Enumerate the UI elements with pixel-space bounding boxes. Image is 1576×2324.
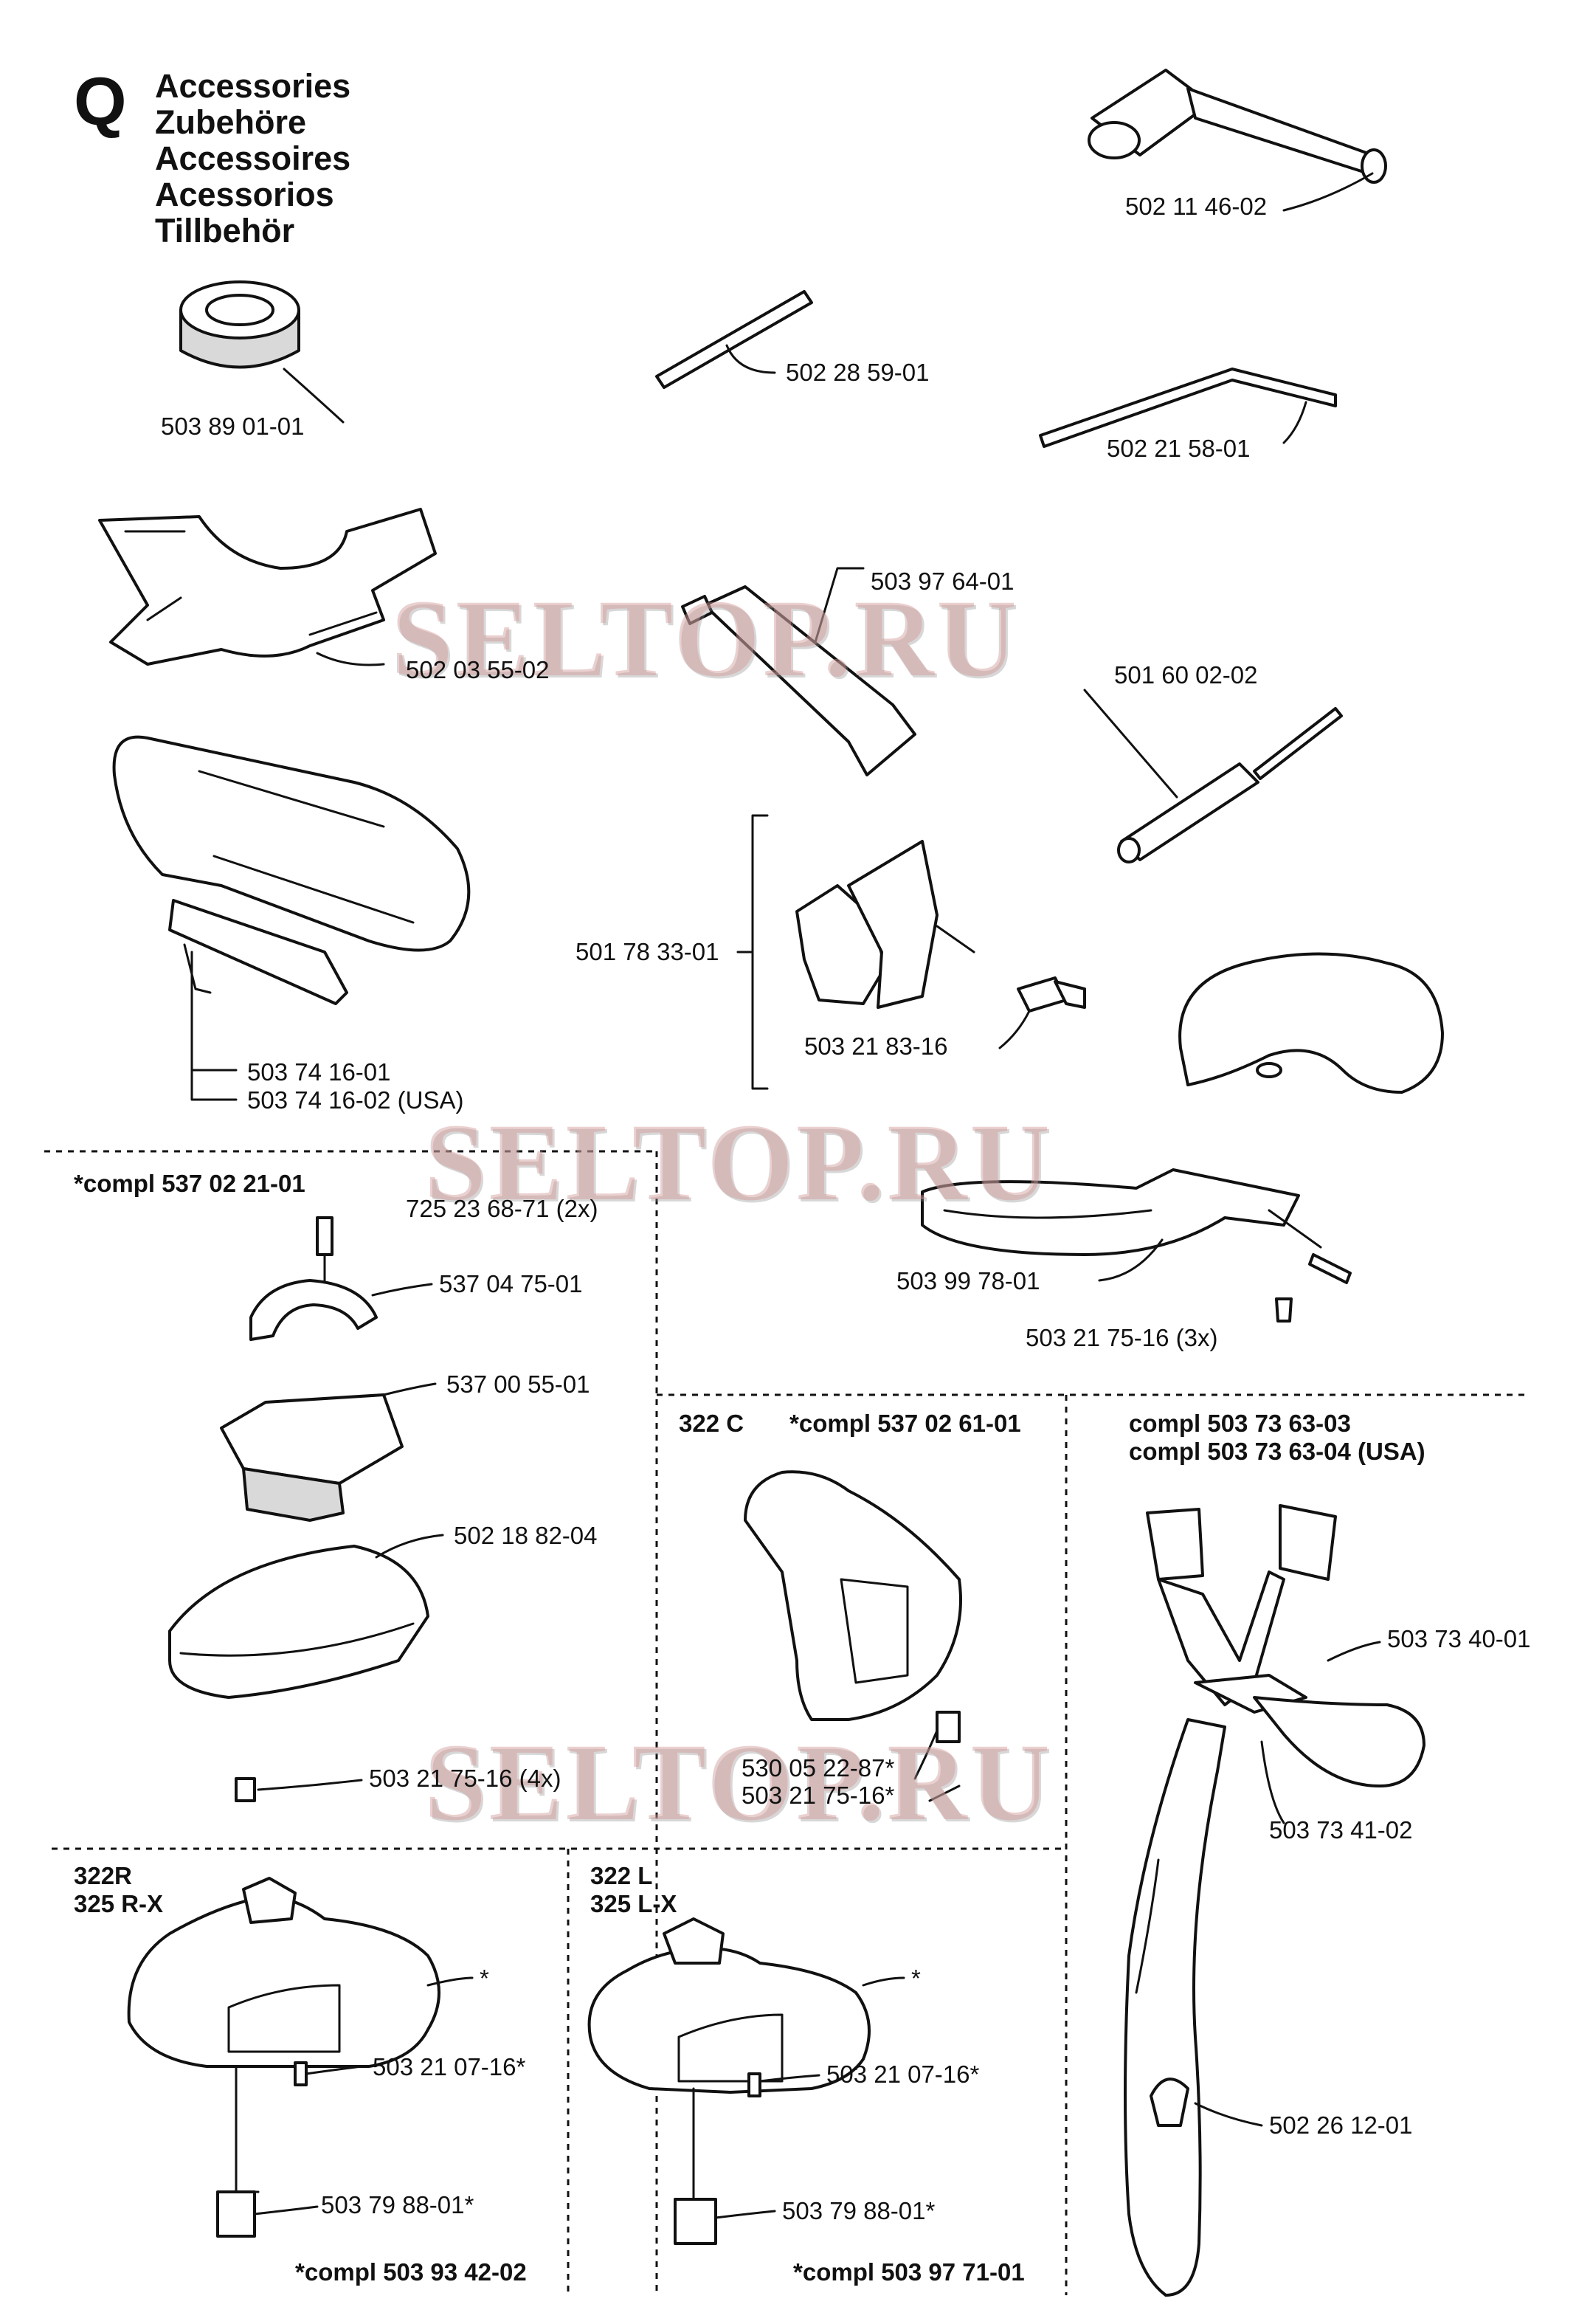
part-label-guard: 502 18 82-04 [454, 1522, 598, 1549]
part-label-star: * [911, 1965, 921, 1992]
part-label-screw: 503 21 07-16* [373, 2053, 526, 2080]
part-label-loop-screw: 503 21 75-16 (3x) [1026, 1324, 1218, 1351]
bent-rod-drawing [1039, 368, 1337, 448]
part-label-screw: 503 21 07-16* [826, 2061, 980, 2088]
clamp-screw-drawing [998, 976, 1086, 1049]
part-label-strap: 503 73 41-02 [1269, 1816, 1413, 1844]
wrench-drawing [1088, 69, 1387, 212]
title-line: Tillbehör [155, 212, 295, 249]
kit-footer: *compl 503 97 71-01 [793, 2258, 1025, 2286]
part-label-air-filter-ring: 503 89 01-01 [161, 413, 305, 440]
loop-handle-drawing [921, 952, 1444, 1323]
clamp-drawing [736, 814, 975, 1090]
shoulder-strap-drawing [112, 735, 471, 1101]
part-label-shoulder-strap: 503 74 16-01 [247, 1058, 391, 1086]
title-line: Accessories [155, 67, 351, 105]
part-label-screw: 503 21 75-16* [742, 1782, 895, 1809]
section-dividers [44, 1150, 1527, 2295]
part-label-star: * [480, 1965, 489, 1992]
kit-model: 322R [74, 1862, 132, 1889]
kit-322c-drawing [744, 1470, 962, 1802]
title-line: Zubehöre [155, 103, 307, 141]
part-label-bracket: 537 00 55-01 [446, 1370, 590, 1398]
kit-header: compl 503 73 63-03 [1129, 1410, 1351, 1437]
kit-322l-drawing [587, 1917, 905, 2245]
part-label-screw: 725 23 68-71 (2x) [406, 1195, 598, 1222]
kit-header-usa: compl 503 73 63-04 (USA) [1129, 1438, 1425, 1465]
kit-header: *compl 537 02 61-01 [789, 1410, 1021, 1437]
title-line: Acessorios [155, 176, 334, 213]
kit-header: *compl 537 02 21-01 [74, 1170, 305, 1197]
kit-537-02-21-drawing [168, 1216, 444, 1802]
harness-pad-drawing [98, 508, 437, 666]
part-label-bent-rod: 502 21 58-01 [1107, 435, 1251, 462]
rod-drawing [655, 290, 813, 389]
part-label-loop-handle: 503 99 78-01 [896, 1267, 1040, 1294]
part-label-clamp: 537 04 75-01 [439, 1270, 583, 1297]
part-label-grease-tube: 503 97 64-01 [871, 568, 1015, 595]
screwdriver-drawing [1083, 689, 1343, 863]
grease-tube-drawing [681, 567, 916, 776]
kit-model: 322 L [590, 1862, 653, 1889]
part-label-blade: 503 79 88-01* [321, 2191, 474, 2218]
kit-model: 325 R-X [74, 1890, 164, 1917]
part-label-clamp: 501 78 33-01 [576, 938, 719, 965]
kit-322r-drawing [127, 1877, 474, 2238]
part-label-wrench: 502 11 46-02 [1125, 193, 1268, 220]
harness-drawing [1124, 1504, 1425, 2297]
part-label-screwdriver: 501 60 02-02 [1114, 661, 1258, 689]
part-label-harness-pad: 502 03 55-02 [406, 656, 550, 683]
part-label-clamp-screw: 503 21 83-16 [804, 1032, 948, 1060]
air-filter-ring-drawing [179, 280, 345, 424]
section-letter: Q [74, 64, 127, 139]
watermark: SELTOP.RU [391, 577, 1020, 700]
part-label-guard-screw: 503 21 75-16 (4x) [369, 1765, 561, 1792]
part-label-rod: 502 28 59-01 [786, 359, 930, 386]
watermark: SELTOP.RU [424, 1721, 1053, 1844]
kit-footer: *compl 503 93 42-02 [295, 2258, 527, 2286]
watermark: SELTOP.RU [424, 1101, 1053, 1224]
kit-model: 322 C [679, 1410, 744, 1437]
title-block: Accessories Zubehöre Accessoires Acessor… [155, 68, 350, 249]
title-line: Accessoires [155, 139, 351, 177]
part-label-blade: 530 05 22-87* [742, 1754, 895, 1782]
part-label-blade: 503 79 88-01* [782, 2197, 936, 2224]
part-label-hook: 502 26 12-01 [1269, 2111, 1413, 2139]
part-label-shoulder-strap-usa: 503 74 16-02 (USA) [247, 1086, 464, 1114]
kit-model: 325 L-X [590, 1890, 677, 1917]
part-label-buckle: 503 73 40-01 [1387, 1625, 1531, 1652]
